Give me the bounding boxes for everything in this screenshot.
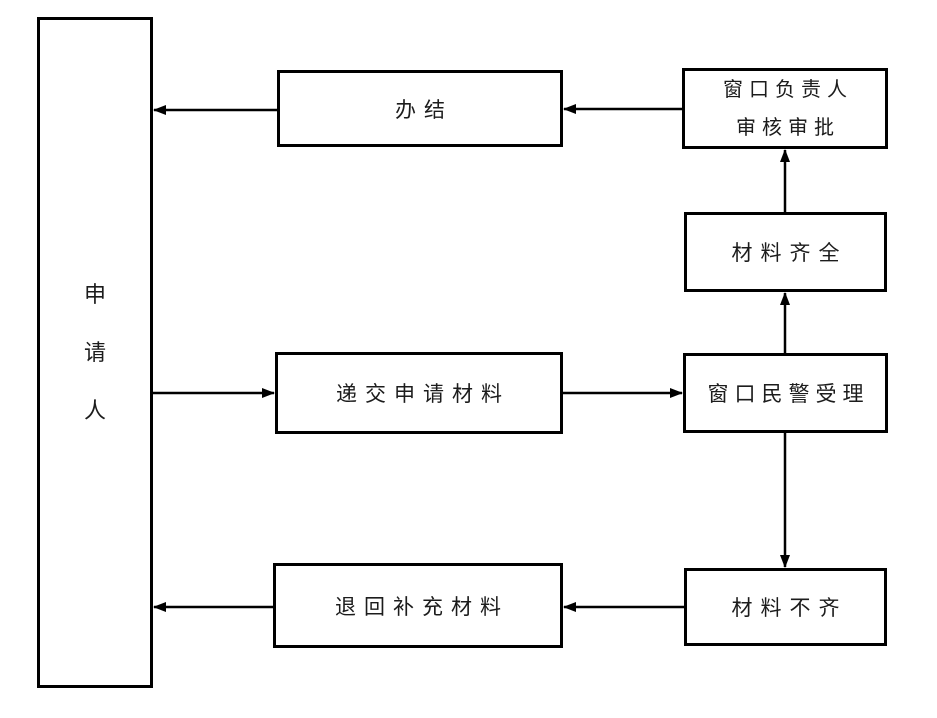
node-window-acceptance-label: 窗口民警受理 — [707, 382, 870, 406]
node-completed: 办结 — [277, 70, 563, 147]
node-submit-materials-label: 递交申请材料 — [336, 382, 510, 406]
node-return-materials: 退回补充材料 — [273, 563, 563, 648]
node-supervisor-review-label-line2: 审核审批 — [736, 116, 840, 139]
node-return-materials-label: 退回补充材料 — [335, 594, 509, 619]
node-supervisor-review: 窗口负责人 审核审批 — [682, 68, 888, 149]
node-materials-complete: 材料齐全 — [684, 212, 887, 292]
node-applicant: 申请人 — [37, 17, 153, 688]
node-completed-label: 办结 — [395, 97, 453, 122]
node-submit-materials: 递交申请材料 — [275, 352, 563, 434]
node-materials-incomplete-label: 材料不齐 — [731, 596, 848, 620]
node-supervisor-review-label-line1: 窗口负责人 — [723, 78, 853, 101]
node-applicant-label: 申请人 — [83, 281, 106, 423]
node-materials-complete-label: 材料齐全 — [731, 241, 848, 265]
node-window-acceptance: 窗口民警受理 — [683, 353, 888, 433]
node-materials-incomplete: 材料不齐 — [684, 568, 887, 646]
